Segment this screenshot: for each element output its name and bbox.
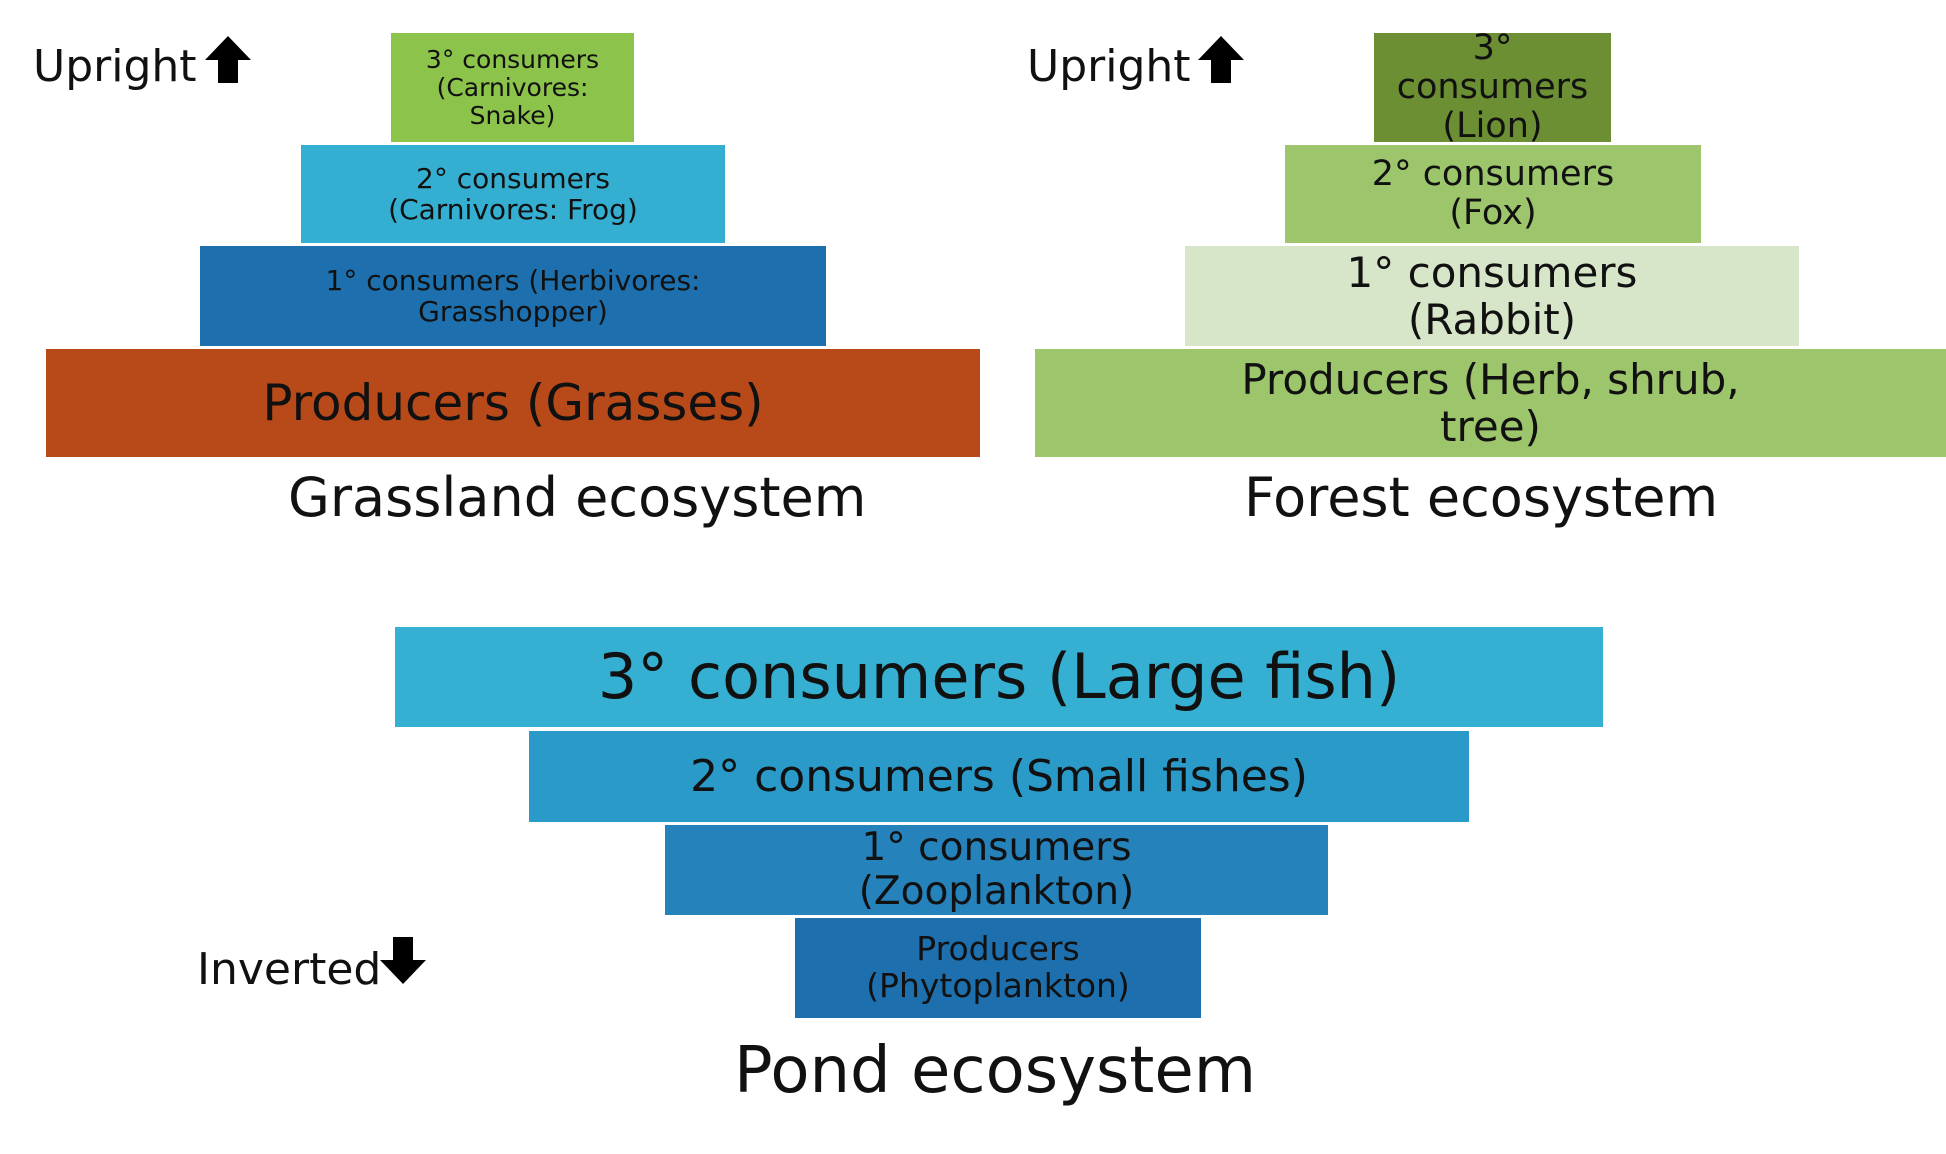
forest-secondary-consumers: 2° consumers (Fox)	[1285, 145, 1701, 243]
arrow-up-icon	[1198, 36, 1244, 83]
pond-tertiary-consumers: 3° consumers (Large fish)	[395, 627, 1603, 727]
forest-producers: Producers (Herb, shrub, tree)	[1035, 349, 1946, 457]
forest-primary-consumers: 1° consumers (Rabbit)	[1185, 246, 1799, 346]
grassland-producers: Producers (Grasses)	[46, 349, 980, 457]
pond-secondary-consumers: 2° consumers (Small fishes)	[529, 731, 1469, 822]
grassland-primary-consumers: 1° consumers (Herbivores: Grasshopper)	[200, 246, 826, 346]
grassland-secondary-consumers: 2° consumers (Carnivores: Frog)	[301, 145, 725, 243]
inverted-label: Inverted	[197, 944, 382, 995]
upright-label: Upright	[1027, 41, 1191, 92]
arrow-down-icon	[380, 937, 426, 984]
forest-caption: Forest ecosystem	[1244, 466, 1719, 529]
pond-caption: Pond ecosystem	[734, 1034, 1257, 1108]
grassland-tertiary-consumers: 3° consumers (Carnivores: Snake)	[391, 33, 634, 142]
pond-producers: Producers (Phytoplankton)	[795, 918, 1201, 1018]
upright-label: Upright	[33, 41, 197, 92]
arrow-up-icon	[205, 36, 251, 83]
forest-tertiary-consumers: 3° consumers (Lion)	[1374, 28, 1611, 146]
pond-primary-consumers: 1° consumers (Zooplankton)	[665, 825, 1328, 915]
grassland-caption: Grassland ecosystem	[288, 466, 867, 529]
